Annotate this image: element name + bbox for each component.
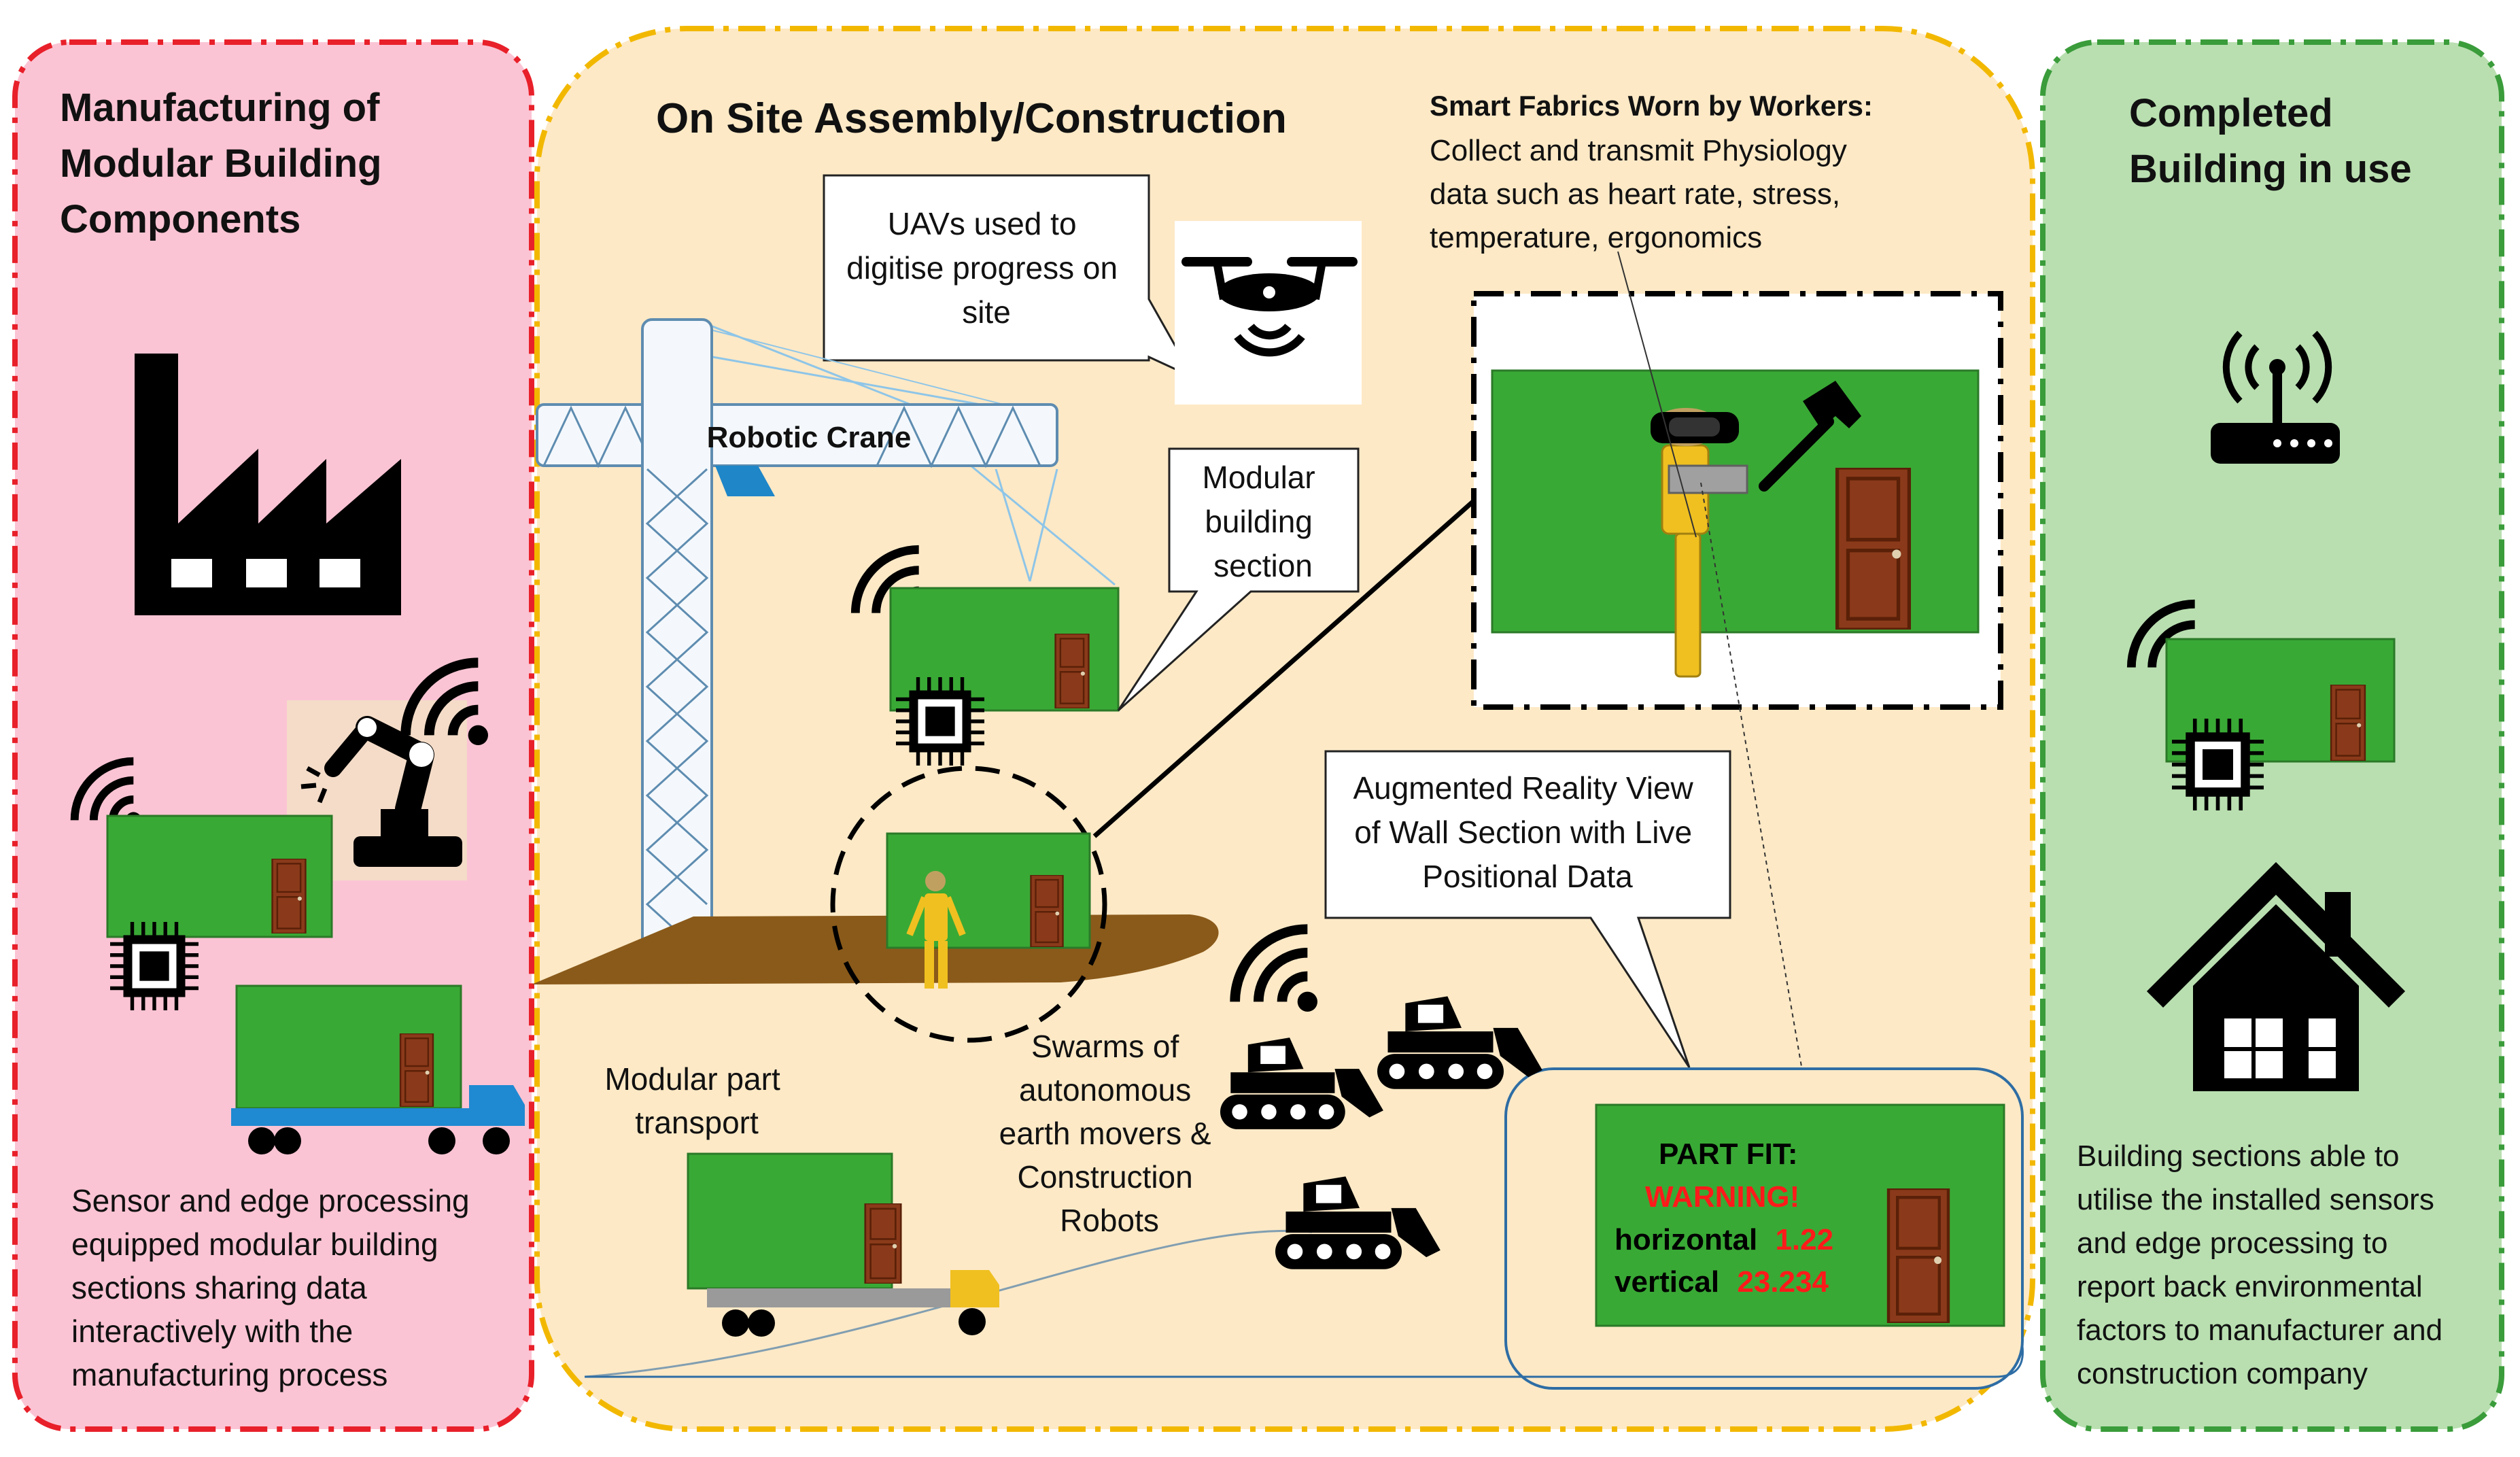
house-icon <box>2146 861 2406 1091</box>
worker-icon <box>1651 408 1748 678</box>
smart-fabrics-body: Collect and transmit Physiology data suc… <box>1430 134 1855 254</box>
router-icon <box>2211 330 2340 464</box>
ar-warning: WARNING! <box>1645 1180 1799 1214</box>
connector-line <box>584 1229 1313 1378</box>
door-icon <box>1837 468 1910 630</box>
swarm-label: Swarms of autonomous earth movers & Cons… <box>999 1029 1220 1238</box>
pointer-line <box>1617 251 1697 538</box>
ar-view-panel: PART FIT: WARNING! horizontal 1.22 verti… <box>1504 1067 2024 1390</box>
door-icon <box>399 1033 434 1107</box>
uav-callout: UAVs used to digitise progress on site <box>823 174 1196 380</box>
ar-part-fit: PART FIT: <box>1659 1137 1798 1171</box>
door-icon <box>1888 1188 1948 1323</box>
svg-text:UAVs used to digitise pr: UAVs used to digitise progress on site <box>846 206 1126 330</box>
door-icon <box>271 859 307 933</box>
svg-text:Augmented Reality View o: Augmented Reality View of Wall Section w… <box>1353 770 1702 894</box>
svg-text:Modular building s: Modular building section <box>1203 460 1324 583</box>
chip-icon <box>2172 719 2264 810</box>
crane-label: Robotic Crane <box>707 421 912 454</box>
ar-vertical: vertical 23.234 <box>1615 1265 1829 1299</box>
door-icon <box>1030 875 1064 947</box>
truck-icon <box>687 1152 999 1337</box>
vr-headset-icon <box>1651 412 1739 443</box>
hammer-icon <box>1759 381 1861 492</box>
door-icon <box>2330 685 2366 761</box>
manufacturing-module <box>75 761 333 1010</box>
ar-horizontal: horizontal 1.22 <box>1615 1223 1833 1256</box>
ar-callout: Augmented Reality View of Wall Section w… <box>1324 750 1731 1068</box>
worker-inset <box>1471 291 2003 710</box>
completed-title: Completed Building in use <box>2129 91 2412 191</box>
factory-icon <box>135 354 401 615</box>
completed-module <box>2131 604 2396 810</box>
truck-icon <box>231 984 525 1154</box>
modular-callout: Modular building section <box>1117 447 1360 712</box>
hanging-module <box>855 549 1120 766</box>
connector-line <box>585 1345 2024 1378</box>
chip-icon <box>896 677 984 766</box>
door-icon <box>1054 634 1090 708</box>
onsite-title: On Site Assembly/Construction <box>656 95 1287 142</box>
robotic-crane: Robotic Crane <box>536 318 1116 970</box>
transport-label: Modular part transport <box>604 1061 789 1140</box>
worker-focus-circle <box>830 766 1107 1043</box>
drone-icon <box>1175 221 1362 405</box>
connector-line <box>1092 498 1477 838</box>
chip-icon <box>110 922 199 1010</box>
worker-icon <box>906 871 966 989</box>
door-icon <box>864 1203 902 1284</box>
pointer-line <box>1700 482 1803 1075</box>
manufacturing-title: Manufacturing of Modular Building Compon… <box>60 86 393 241</box>
smart-fabrics-heading: Smart Fabrics Worn by Workers: <box>1430 90 1873 122</box>
completed-caption: Building sections able to utilise the in… <box>2077 1139 2451 1390</box>
manufacturing-caption: Sensor and edge processing equipped modu… <box>71 1183 478 1392</box>
